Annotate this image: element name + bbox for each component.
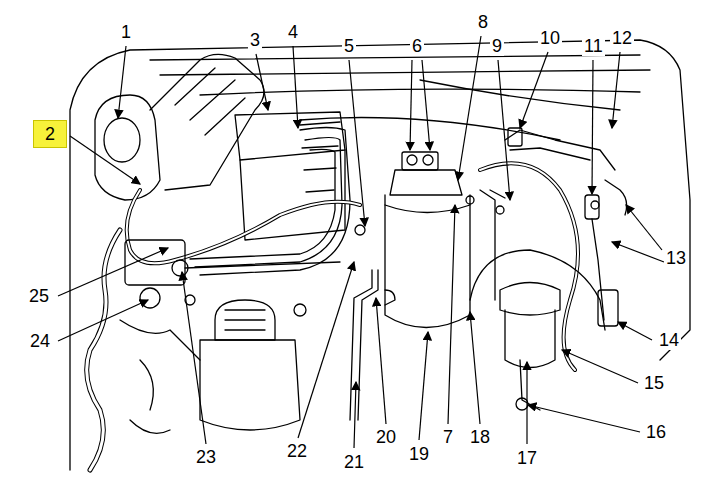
callout-number: 7: [441, 427, 455, 447]
highlight-box: 2: [33, 120, 67, 148]
callout-number: 11: [582, 36, 605, 56]
callout-number: 24: [28, 331, 52, 351]
callout-number: 4: [286, 22, 300, 42]
callout-number: 14: [657, 330, 681, 350]
callout-number: 18: [468, 427, 492, 447]
callout-number: 3: [248, 30, 262, 50]
callout-number: 12: [610, 28, 634, 48]
callout-number: 6: [410, 36, 424, 56]
callout-number: 25: [27, 286, 51, 306]
callout-number: 17: [515, 448, 539, 468]
callout-number: 8: [476, 12, 490, 32]
callout-number: 23: [194, 447, 218, 467]
callout-number: 1: [119, 22, 133, 42]
callout-number: 19: [407, 444, 431, 464]
callout-number: 5: [342, 36, 356, 56]
callout-number: 16: [644, 422, 668, 442]
callout-number: 15: [642, 373, 666, 393]
callout-number: 10: [538, 28, 562, 48]
callout-number: 21: [342, 452, 366, 472]
callout-number: 22: [285, 441, 309, 461]
callout-number: 20: [374, 427, 398, 447]
callout-number: 2: [45, 124, 55, 144]
callout-number: 13: [664, 248, 688, 268]
callout-number: 9: [490, 36, 504, 56]
